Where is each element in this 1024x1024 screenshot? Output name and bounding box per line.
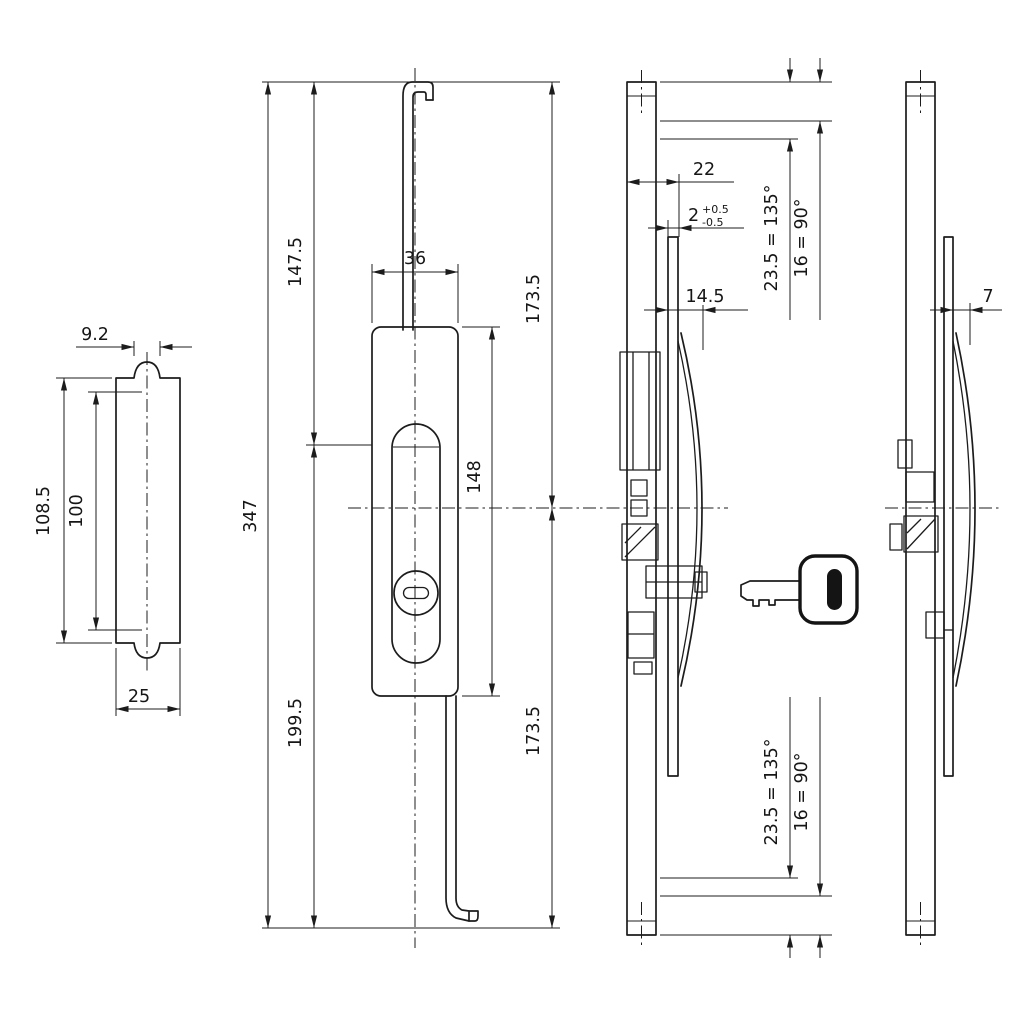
dim-plate-width: 25 — [128, 687, 150, 707]
dim-plate-inner-height: 100 — [67, 494, 87, 527]
side2-latch-hatch — [906, 518, 936, 550]
dim-plate-outer-height: 108.5 — [34, 486, 54, 536]
dim-front-rod-top: 147.5 — [286, 237, 306, 287]
extension-line — [371, 264, 459, 323]
side-handle-bow-inner — [677, 340, 698, 679]
front-rod-bottom-inner — [455, 695, 479, 922]
dim-front-upper-half: 173.5 — [524, 274, 544, 324]
side-bolt-end — [694, 571, 708, 593]
side-latch-block — [621, 523, 659, 561]
dim-front-lower-half: 173.5 — [524, 706, 544, 756]
side-strip — [667, 236, 679, 777]
dim-side-tol-plus: +0.5 — [702, 203, 729, 216]
plate-outline — [115, 361, 181, 659]
dim-side2-bow-offset: 7 — [982, 287, 993, 307]
dim-side-throw-top-90: 16 = 90° — [792, 198, 812, 277]
front-keyhole — [393, 570, 439, 616]
dim-side-throw-bottom-90: 16 = 90° — [792, 752, 812, 831]
key-head-slot — [827, 569, 842, 610]
side-mechanism — [619, 351, 708, 675]
side-detail-block — [630, 499, 648, 517]
view-plate-profile: 9.2 108.5 100 25 — [34, 325, 192, 716]
side-latch-hatch — [624, 526, 656, 558]
side2-strip — [943, 236, 954, 777]
extension-line — [660, 81, 832, 140]
dim-plate-tab-width: 9.2 — [81, 325, 109, 345]
side2-detail-block — [897, 439, 913, 469]
key-head — [798, 554, 859, 625]
side-lower-block — [627, 611, 655, 659]
dim-front-rod-bottom: 199.5 — [286, 698, 306, 748]
front-rod-bottom — [445, 695, 470, 922]
side2-latch-block — [903, 515, 939, 553]
side-handle-bow — [680, 332, 703, 687]
dim-front-total: 347 — [241, 499, 261, 532]
extension-line — [56, 377, 112, 644]
front-lock-body — [371, 326, 459, 697]
dim-front-body-height: 148 — [465, 460, 485, 493]
view-front: 347 147.5 199.5 36 173.5 173.5 148 — [241, 68, 728, 948]
dim-side-tol-minus: -0.5 — [702, 216, 723, 229]
front-keyhole-slot — [402, 586, 430, 600]
dim-side-strip-thickness: 2 — [688, 206, 699, 226]
extension-line — [88, 391, 142, 631]
key-blade — [740, 580, 801, 607]
side-foot — [633, 661, 653, 675]
dim-front-body-width: 36 — [404, 249, 426, 269]
front-rod-top — [402, 81, 434, 331]
dim-side-throw-top-135: 23.5 = 135° — [762, 185, 782, 292]
dim-side-offset: 14.5 — [686, 287, 725, 307]
extension-line — [115, 648, 181, 716]
front-handle-recess — [391, 423, 441, 664]
side2-left-tab — [889, 523, 903, 551]
side2-detail-block — [905, 471, 935, 503]
side-detail-block — [630, 479, 648, 497]
view-side-outer: 7 — [885, 70, 1002, 948]
side2-handle-bow-inner — [952, 340, 971, 679]
side2-mechanism — [889, 439, 953, 639]
extension-line — [660, 877, 832, 936]
side2-handle-bow — [955, 332, 976, 687]
dim-side-depth: 22 — [693, 160, 715, 180]
side-case-lines — [632, 352, 650, 470]
key-illustration — [740, 554, 859, 625]
side-case — [619, 351, 661, 471]
extension-line — [133, 341, 161, 356]
dim-side-throw-bottom-135: 23.5 = 135° — [762, 739, 782, 846]
view-side: 22 2 +0.5 -0.5 14.5 23.5 = 135° 16 = 90°… — [619, 58, 832, 958]
side2-lower-block — [925, 611, 945, 639]
front-rod-top-inner — [412, 91, 434, 331]
extension-line — [462, 326, 500, 697]
